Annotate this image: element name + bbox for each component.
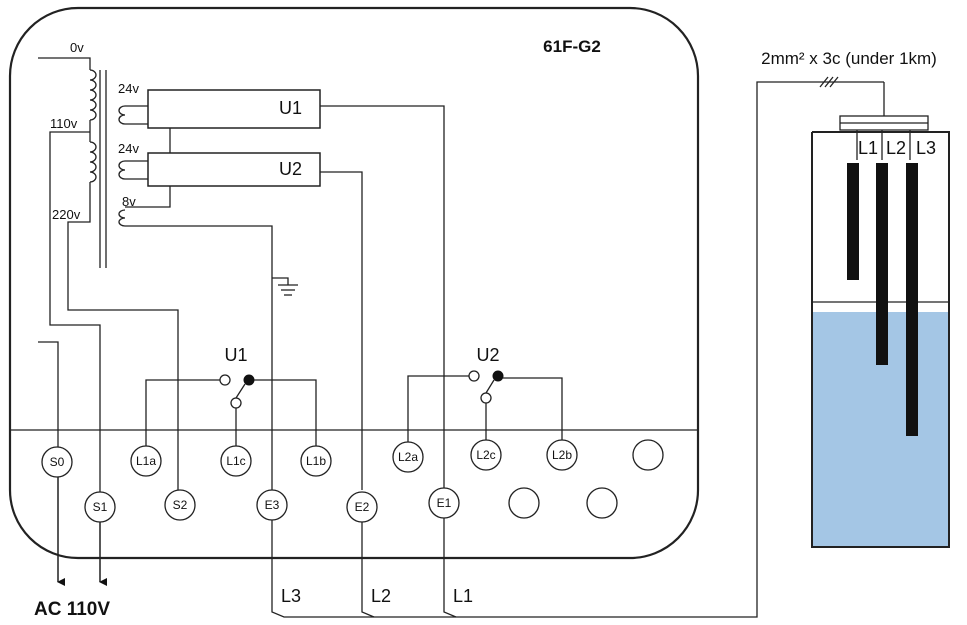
supply-label: AC 110V bbox=[34, 599, 110, 620]
svg-text:E3: E3 bbox=[265, 498, 280, 512]
terminal-e2: E2 bbox=[346, 491, 378, 523]
wire-label-l2: L2 bbox=[371, 586, 391, 606]
terminal-l1c: L1c bbox=[220, 445, 252, 477]
svg-text:E2: E2 bbox=[355, 500, 370, 514]
terminal-e1: E1 bbox=[428, 487, 460, 519]
wire-l2 bbox=[361, 522, 375, 618]
unit-u1-label: U1 bbox=[279, 98, 302, 118]
svg-text:L1a: L1a bbox=[136, 454, 156, 468]
terminal-l2c: L2c bbox=[470, 439, 502, 471]
wire-l3 bbox=[271, 81, 884, 618]
cable-multiconductor-mark bbox=[819, 76, 839, 88]
svg-text:L2c: L2c bbox=[476, 448, 495, 462]
wire-u2-to-e2 bbox=[320, 171, 363, 490]
electrode-label-l2: L2 bbox=[886, 138, 906, 158]
relay-switch-u2 bbox=[407, 370, 563, 446]
transformer bbox=[89, 69, 126, 268]
terminal-e3: E3 bbox=[256, 489, 288, 521]
svg-text:L1b: L1b bbox=[306, 454, 326, 468]
terminal-s1: S1 bbox=[84, 491, 116, 523]
wire-8v-common bbox=[125, 186, 171, 208]
wire-110v-to-s1 bbox=[49, 131, 101, 582]
terminal-spare-2 bbox=[508, 487, 540, 519]
tap-24v-b: 24v bbox=[118, 141, 139, 156]
svg-text:L1c: L1c bbox=[226, 454, 245, 468]
tap-110v: 110v bbox=[50, 116, 78, 131]
svg-text:S0: S0 bbox=[50, 455, 65, 469]
terminal-s0: S0 bbox=[41, 446, 73, 478]
electrode-l1 bbox=[847, 163, 859, 280]
unit-u2 bbox=[147, 152, 321, 187]
wire-u1-to-e1 bbox=[320, 105, 445, 490]
tap-220v: 220v bbox=[52, 207, 81, 222]
electrode-label-l1: L1 bbox=[858, 138, 878, 158]
wire-0v bbox=[38, 57, 91, 70]
tap-24v-a: 24v bbox=[118, 81, 139, 96]
electrode-l3 bbox=[906, 163, 918, 436]
terminal-l2b: L2b bbox=[546, 439, 578, 471]
switch-u1-label: U1 bbox=[224, 345, 247, 365]
tap-0v: 0v bbox=[70, 40, 84, 55]
terminal-l1b: L1b bbox=[300, 445, 332, 477]
svg-text:E1: E1 bbox=[437, 496, 452, 510]
wire-ground bbox=[272, 277, 289, 285]
svg-text:S2: S2 bbox=[173, 498, 188, 512]
controller-housing bbox=[8, 6, 700, 560]
model-label: 61F-G2 bbox=[543, 37, 601, 56]
unit-u1 bbox=[147, 89, 321, 129]
cable-label: 2mm² x 3c (under 1km) bbox=[761, 49, 937, 68]
svg-text:L2b: L2b bbox=[552, 448, 572, 462]
wire-label-l3: L3 bbox=[281, 586, 301, 606]
terminal-l1a: L1a bbox=[130, 445, 162, 477]
terminal-spare-3 bbox=[586, 487, 618, 519]
terminal-l2a: L2a bbox=[392, 441, 424, 473]
wire-220v-to-s2 bbox=[67, 182, 179, 490]
relay-switch-u1 bbox=[145, 374, 317, 450]
wire-8v-to-e3 bbox=[125, 225, 273, 490]
unit-u2-label: U2 bbox=[279, 159, 302, 179]
electrode-l2 bbox=[876, 163, 888, 365]
tap-8v: 8v bbox=[122, 194, 136, 209]
terminal-s2: S2 bbox=[164, 489, 196, 521]
ground-icon bbox=[278, 284, 298, 296]
switch-u2-label: U2 bbox=[476, 345, 499, 365]
svg-text:L2a: L2a bbox=[398, 450, 418, 464]
svg-text:S1: S1 bbox=[93, 500, 108, 514]
electrode-label-l3: L3 bbox=[916, 138, 936, 158]
terminal-spare-1 bbox=[632, 439, 664, 471]
water-tank bbox=[811, 131, 950, 548]
wire-label-l1: L1 bbox=[453, 586, 473, 606]
wire-l1 bbox=[443, 518, 457, 618]
